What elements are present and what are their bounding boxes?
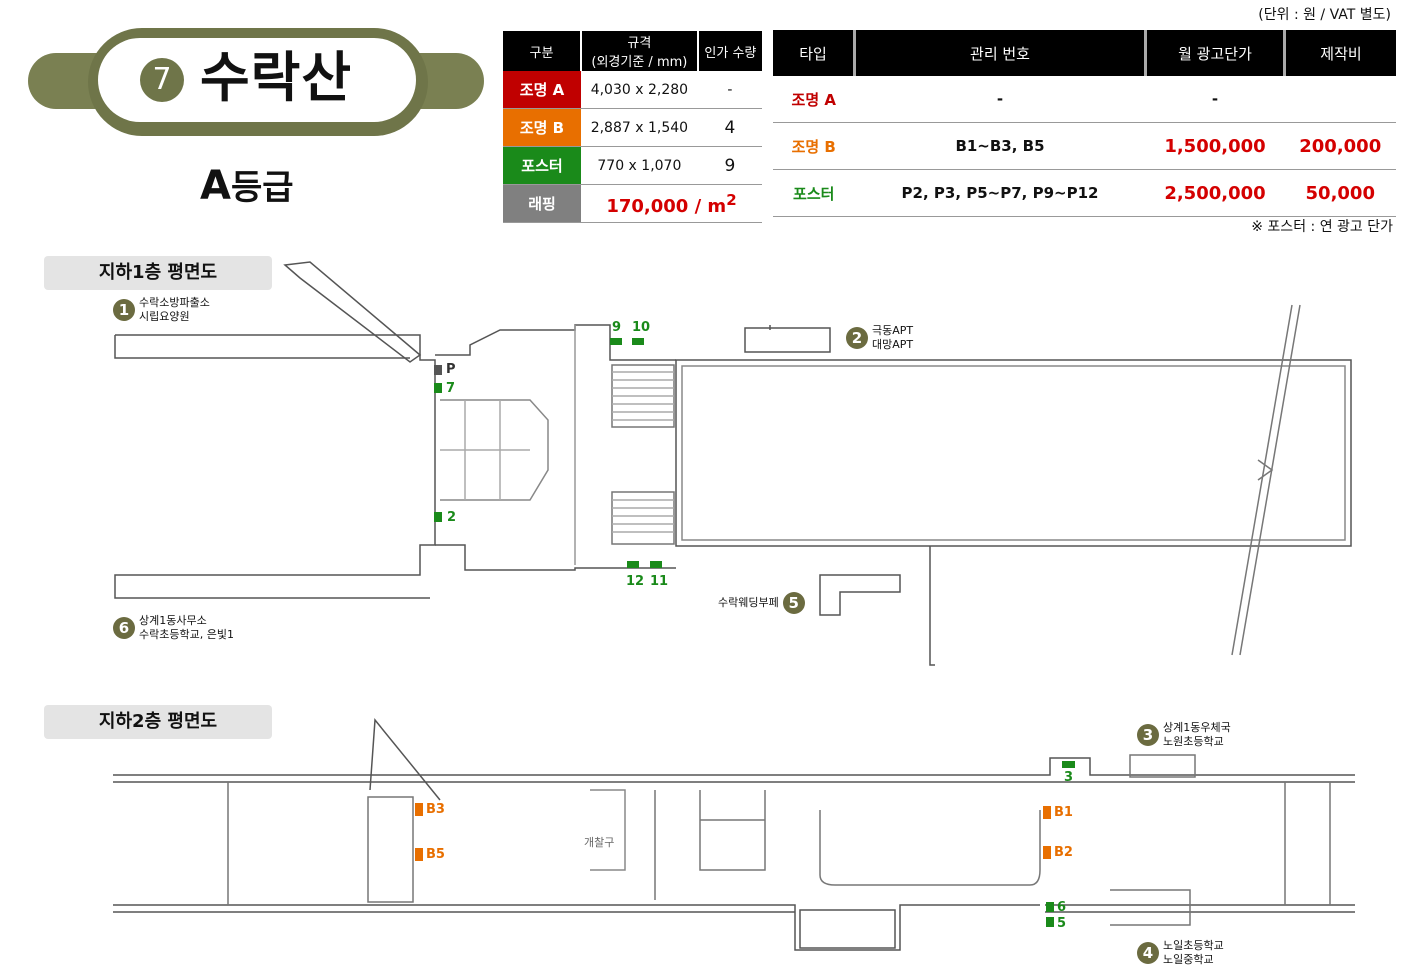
spec-wrap-price: 170,000 / m2 [581, 184, 762, 223]
spec-table: 구분 규격 (외경기준 / mm) 인가 수량 조명 A 4,030 x 2,28… [503, 31, 762, 223]
price-value: 1,500,000 [1145, 122, 1285, 170]
marker-7: 7 [446, 381, 456, 396]
exit-line2: 노일중학교 [1163, 953, 1214, 966]
exit-line2: 대망APT [872, 338, 914, 351]
price-header-price: 월 광고단가 [1144, 30, 1285, 76]
exit-line2: 수락초등학교, 은빛1 [139, 628, 234, 641]
marker-3: 3 [1064, 770, 1074, 785]
spec-qty: 4 [697, 108, 762, 147]
exit-line2: 노원초등학교 [1163, 735, 1224, 748]
exit-line2: 시립요양원 [139, 310, 190, 323]
price-row: 조명 A - - [773, 76, 1396, 123]
station-name: 수락산 [200, 46, 353, 109]
station-grade: A등급 [200, 160, 294, 209]
price-ids: B1~B3, B5 [854, 122, 1146, 170]
price-value: - [1145, 76, 1285, 123]
price-cost: 50,000 [1284, 169, 1396, 217]
station-number: 7 [140, 58, 184, 102]
price-cost [1284, 76, 1396, 123]
spec-header-size-title: 규격 [627, 36, 652, 51]
exit-number: 3 [1137, 724, 1159, 746]
spec-qty: 9 [697, 146, 762, 185]
floor1-title: 지하1층 평면도 [44, 256, 272, 290]
marker-b2: B2 [1054, 845, 1073, 860]
marker-11: 11 [650, 574, 669, 589]
floor1-exit-5: 수락웨딩부페 5 [718, 592, 805, 614]
marker-2: 2 [447, 510, 457, 525]
wrap-price-sup: 2 [726, 190, 737, 209]
marker-10: 10 [632, 320, 651, 335]
exit-line1: 상계1동사무소 [139, 614, 207, 627]
marker-b3-left: B3 [426, 802, 445, 817]
spec-label: 조명 A [503, 71, 581, 109]
exit-number: 2 [846, 327, 868, 349]
price-ids: - [854, 76, 1146, 123]
price-type: 포스터 [773, 169, 855, 217]
spec-row-wrap: 래핑 170,000 / m2 [503, 184, 762, 223]
floor2-title: 지하2층 평면도 [44, 705, 272, 739]
exit-number: 4 [1137, 942, 1159, 964]
spec-label: 조명 B [503, 108, 581, 147]
spec-size: 770 x 1,070 [581, 146, 698, 185]
grade-suffix: 등급 [230, 168, 294, 208]
spec-size: 4,030 x 2,280 [581, 71, 698, 109]
b1-plan [114, 261, 1352, 666]
spec-row: 포스터 770 x 1,070 9 [503, 146, 762, 185]
marker-12: 12 [626, 574, 645, 589]
price-header-ids: 관리 번호 [853, 30, 1146, 76]
marker-b5: B5 [426, 847, 445, 862]
price-row: 포스터 P2, P3, P5~P7, P9~P12 2,500,000 50,0… [773, 169, 1396, 217]
marker-5: 5 [1057, 916, 1067, 931]
marker-9: 9 [612, 320, 622, 335]
marker-p: P [446, 362, 456, 377]
grade-letter: A [200, 163, 231, 209]
exit-number: 1 [113, 299, 135, 321]
spec-header-category: 구분 [503, 31, 581, 71]
price-cost: 200,000 [1284, 122, 1396, 170]
exit-line1: 극동APT [872, 324, 914, 337]
b2-plan [113, 718, 1355, 951]
spec-label-wrap: 래핑 [503, 184, 581, 223]
exit-line1: 노일초등학교 [1163, 939, 1224, 952]
spec-qty: - [697, 71, 762, 109]
price-header-cost: 제작비 [1283, 30, 1396, 76]
wrap-price-text: 170,000 / m [606, 195, 727, 217]
price-type: 조명 A [773, 76, 855, 123]
exit-number: 6 [113, 617, 135, 639]
price-row: 조명 B B1~B3, B5 1,500,000 200,000 [773, 122, 1396, 170]
poster-note: ※ 포스터 : 연 광고 단가 [1251, 219, 1393, 235]
spec-label: 포스터 [503, 146, 581, 185]
marker-b1: B1 [1054, 805, 1073, 820]
unit-note: (단위 : 원 / VAT 별도) [1258, 7, 1391, 23]
price-type: 조명 B [773, 122, 855, 170]
spec-header-size: 규격 (외경기준 / mm) [580, 31, 698, 71]
spec-header-qty: 인가 수량 [696, 31, 762, 71]
exit-line1: 수락웨딩부페 [718, 596, 779, 609]
marker-6: 6 [1057, 900, 1067, 915]
price-table: 타입 관리 번호 월 광고단가 제작비 조명 A - - 조명 B B1~B3,… [773, 30, 1396, 217]
exit-line1: 상계1동우체국 [1163, 721, 1231, 734]
spec-header-size-sub: (외경기준 / mm) [591, 55, 688, 70]
spec-row: 조명 B 2,887 x 1,540 4 [503, 108, 762, 147]
spec-row: 조명 A 4,030 x 2,280 - [503, 71, 762, 109]
price-value: 2,500,000 [1145, 169, 1285, 217]
price-header-type: 타입 [773, 30, 855, 76]
exit-line1: 수락소방파출소 [139, 296, 210, 309]
price-ids: P2, P3, P5~P7, P9~P12 [854, 169, 1146, 217]
gate-label: 개찰구 [584, 836, 615, 849]
b1-markers [434, 338, 662, 568]
spec-size: 2,887 x 1,540 [581, 108, 698, 147]
b2-markers [415, 761, 1075, 927]
exit-number: 5 [782, 592, 805, 614]
